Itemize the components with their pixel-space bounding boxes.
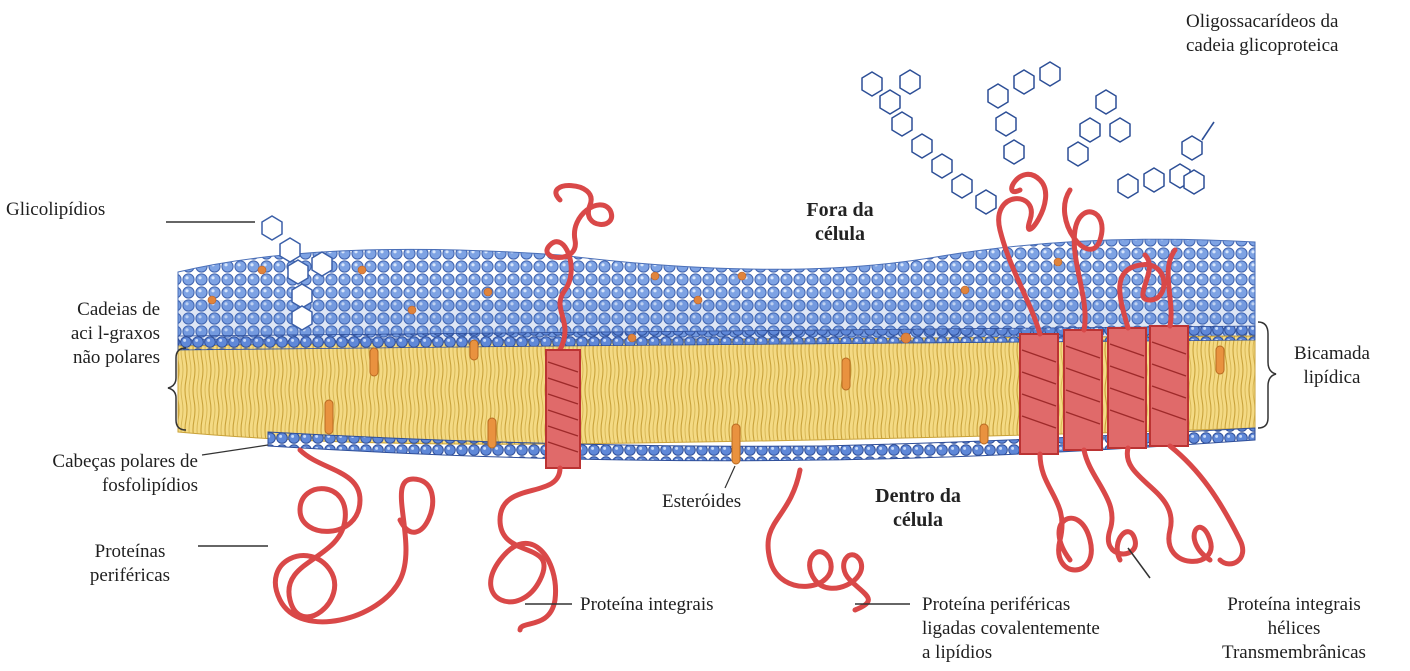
spot	[484, 288, 492, 296]
label-glicolipidios: Glicolipídios	[6, 198, 105, 222]
sterol	[1216, 346, 1224, 374]
sugar	[952, 174, 972, 198]
sugar	[988, 84, 1008, 108]
sugar	[1118, 174, 1138, 198]
leader-helices	[1128, 548, 1150, 578]
sugar	[1184, 170, 1204, 194]
peripheral-protein-left	[275, 450, 432, 622]
sugar	[1014, 70, 1034, 94]
label-perifericas: Proteínas periféricas	[60, 540, 200, 588]
sugar	[1040, 62, 1060, 86]
sugar	[1182, 136, 1202, 160]
sterol	[370, 348, 378, 376]
sugar	[912, 134, 932, 158]
sugar	[880, 90, 900, 114]
sugar	[900, 70, 920, 94]
sterol	[470, 340, 478, 360]
sterol	[732, 424, 740, 464]
spot	[694, 296, 702, 304]
spot	[651, 272, 659, 280]
spot	[628, 334, 636, 342]
sugar	[1080, 118, 1100, 142]
sugar	[288, 260, 308, 284]
sterol	[325, 400, 333, 434]
sterol	[842, 358, 850, 390]
spot	[901, 333, 911, 343]
sugar	[312, 252, 332, 276]
label-dentro: Dentro da célula	[848, 484, 988, 532]
sugar	[976, 190, 996, 214]
sugar	[1004, 140, 1024, 164]
spot	[408, 306, 416, 314]
oligosaccharide-chains	[862, 62, 1204, 214]
sugar	[1068, 142, 1088, 166]
sugar	[862, 72, 882, 96]
label-fora: Fora da célula	[770, 198, 910, 246]
sugar	[292, 306, 312, 330]
leader-cabecas	[202, 445, 268, 455]
sugar	[292, 284, 312, 308]
sugar	[996, 112, 1016, 136]
label-oligossacarideos: Oligossacarídeos da cadeia glicoproteica	[1186, 10, 1338, 58]
spot	[258, 266, 266, 274]
spot	[208, 296, 216, 304]
label-helices: Proteína integrais hélices Transmembrâni…	[1196, 593, 1392, 665]
spot	[961, 286, 969, 294]
sugar	[1096, 90, 1116, 114]
spot	[738, 272, 746, 280]
sugar	[1110, 118, 1130, 142]
label-cabecas: Cabeças polares de fosfolipídios	[6, 450, 198, 498]
spot	[358, 266, 366, 274]
label-bicamada: Bicamada lipídica	[1270, 342, 1394, 390]
label-esteroides: Esteróides	[662, 490, 741, 514]
label-lig-covalente: Proteína periféricas ligadas covalenteme…	[922, 593, 1100, 665]
leader-esteroides	[725, 466, 735, 488]
spot	[1054, 258, 1062, 266]
sterol	[980, 424, 988, 444]
sugar	[280, 238, 300, 262]
sugar	[892, 112, 912, 136]
sugar	[1144, 168, 1164, 192]
label-cadeias: Cadeias de aci l-graxos não polares	[20, 298, 160, 370]
label-integrais: Proteína integrais	[580, 593, 714, 617]
sugar	[262, 216, 282, 240]
sterol	[488, 418, 496, 448]
chain-tick	[1202, 122, 1214, 140]
sugar	[932, 154, 952, 178]
